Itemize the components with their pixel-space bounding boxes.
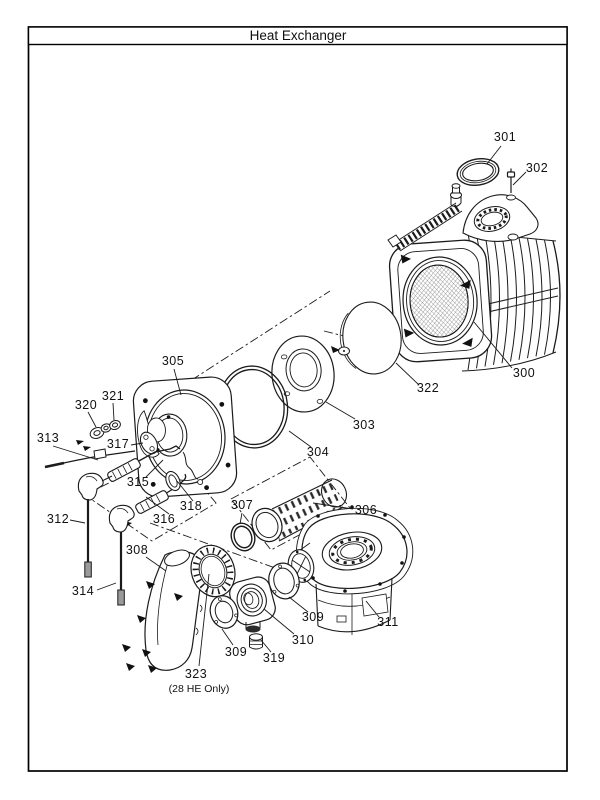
leader-315 — [145, 459, 164, 478]
leader-318 — [176, 480, 194, 502]
callout-320: 320 — [75, 398, 97, 412]
leader-303 — [325, 401, 356, 420]
part-321-washer — [109, 419, 121, 431]
leader-319 — [260, 639, 272, 653]
leader-302 — [512, 171, 527, 186]
part-308-duct — [122, 549, 203, 673]
leader-322 — [395, 362, 420, 386]
part-309-gasket-left — [209, 595, 239, 629]
callout-300: 300 — [513, 366, 535, 380]
leader-306 — [312, 502, 354, 510]
title-bar: Heat Exchanger — [27, 26, 568, 46]
leader-317 — [130, 442, 144, 446]
leader-311 — [365, 600, 380, 618]
part-301-gasket — [456, 157, 500, 187]
part-320-washers — [76, 423, 112, 451]
leader-314 — [96, 582, 117, 591]
part-312-ignition-wire — [77, 472, 113, 578]
callout-321: 321 — [102, 389, 124, 403]
leader-308 — [145, 556, 167, 572]
leader-313 — [52, 445, 99, 461]
callout-labels: 301 302 300 322 303 304 305 321 320 313 … — [37, 130, 548, 695]
leader-307 — [239, 512, 243, 525]
part-318-sight-glass — [165, 470, 181, 492]
leader-304 — [288, 430, 312, 448]
callout-319: 319 — [263, 651, 285, 665]
leader-309b — [288, 596, 309, 613]
part-322-disc — [331, 301, 402, 375]
callout-302: 302 — [526, 161, 548, 175]
callout-323: 323 — [185, 667, 207, 681]
callout-306: 306 — [355, 503, 377, 517]
leader-323 — [198, 573, 210, 667]
callout-323-note: (28 HE Only) — [169, 683, 230, 695]
callout-314: 314 — [72, 584, 94, 598]
callout-309-left: 309 — [225, 645, 247, 659]
leader-301 — [486, 145, 502, 165]
leader-321 — [112, 402, 115, 421]
page-title: Heat Exchanger — [250, 28, 347, 43]
part-323-flange — [190, 544, 236, 598]
part-314-ignition-wire — [108, 504, 135, 606]
leader-305 — [173, 368, 182, 396]
callout-304: 304 — [307, 445, 329, 459]
callout-312: 312 — [47, 512, 69, 526]
leader-310 — [263, 608, 295, 635]
part-311-blower — [287, 505, 414, 635]
part-307-o-ring — [230, 522, 256, 552]
part-313-sensor-rod — [44, 448, 136, 469]
part-315-electrode — [107, 445, 181, 482]
callout-315: 315 — [127, 475, 149, 489]
callout-311: 311 — [377, 615, 398, 629]
callout-322: 322 — [417, 381, 439, 395]
callout-317: 317 — [107, 437, 129, 451]
callout-305: 305 — [162, 354, 184, 368]
callout-307: 307 — [231, 498, 253, 512]
leader-lines — [52, 145, 527, 667]
callout-313: 313 — [37, 431, 59, 445]
part-317-gasket — [139, 431, 159, 455]
part-303-disc — [271, 335, 335, 413]
callout-308: 308 — [126, 543, 148, 557]
callout-309-right: 309 — [302, 610, 324, 624]
part-306-turbulator — [251, 478, 348, 543]
callout-301: 301 — [494, 130, 516, 144]
leader-300 — [473, 321, 513, 369]
leader-309a — [221, 628, 234, 646]
callout-303: 303 — [353, 418, 375, 432]
part-300-heat-exchanger-body — [387, 183, 561, 372]
part-302-screw — [506, 168, 516, 201]
callout-316: 316 — [153, 512, 175, 526]
leader-320 — [87, 411, 97, 428]
leader-312 — [69, 519, 86, 524]
callout-310: 310 — [292, 633, 314, 647]
part-310-transition — [229, 576, 276, 633]
leader-316 — [145, 496, 170, 515]
callout-318: 318 — [180, 499, 202, 513]
